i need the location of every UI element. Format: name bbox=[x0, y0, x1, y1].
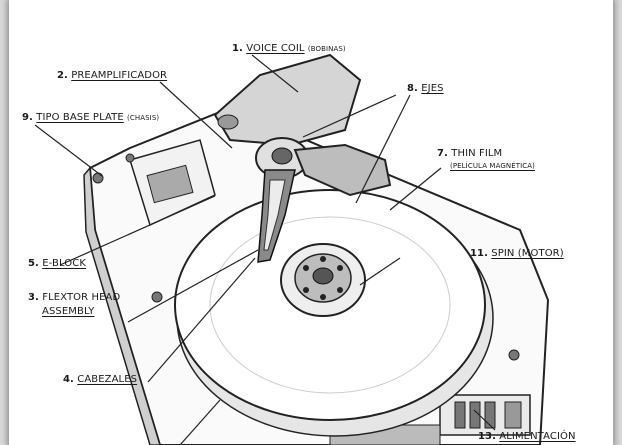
label-number: 4. bbox=[63, 374, 74, 385]
label-text-line2: ASSEMBLY bbox=[42, 306, 95, 317]
label-number: 8. bbox=[407, 83, 418, 94]
label-thin-film-sub: (PELÍCULA MAGNÉTICA) bbox=[450, 160, 535, 172]
label-cabezales: 4. CABEZALES bbox=[63, 374, 137, 386]
label-number: 9. bbox=[22, 112, 33, 123]
screw-icon bbox=[92, 172, 104, 184]
leader-lines bbox=[34, 54, 496, 445]
label-number: 5. bbox=[28, 258, 39, 269]
label-text: CABEZALES bbox=[77, 374, 138, 385]
label-text: SPIN (MOTOR) bbox=[491, 248, 564, 259]
label-text: THIN FILM bbox=[451, 148, 503, 159]
label-e-block: 5. E-BLOCK bbox=[28, 258, 86, 270]
voice-coil-magnet bbox=[213, 53, 362, 147]
label-text: TIPO BASE PLATE bbox=[36, 112, 124, 123]
label-preamp: 2. PREAMPLIFICADOR bbox=[57, 70, 167, 82]
label-base-plate: 9. TIPO BASE PLATE (CHASIS) bbox=[22, 112, 159, 124]
label-text: PREAMPLIFICADOR bbox=[71, 70, 168, 81]
label-text: ALIMENTACIÓN bbox=[499, 431, 576, 442]
label-number: 13. bbox=[478, 431, 497, 442]
label-number: 2. bbox=[57, 70, 68, 81]
label-flextor: 3. FLEXTOR HEAD bbox=[28, 292, 120, 304]
label-thin-film: 7. THIN FILM bbox=[437, 148, 502, 160]
label-spin: 11. SPIN (MOTOR) bbox=[470, 248, 564, 260]
label-number: 11. bbox=[470, 248, 489, 259]
label-alimentacion: 13. ALIMENTACIÓN bbox=[478, 431, 576, 443]
label-flextor-line2: ASSEMBLY bbox=[42, 306, 95, 318]
label-sub: (CHASIS) bbox=[127, 114, 160, 122]
label-text: E-BLOCK bbox=[42, 258, 87, 269]
label-text: VOICE COIL bbox=[246, 43, 305, 54]
label-number: 3. bbox=[28, 292, 39, 303]
label-voice-coil: 1. VOICE COIL (BOBINAS) bbox=[232, 43, 346, 55]
label-number: 1. bbox=[232, 43, 243, 54]
chassis-side bbox=[83, 166, 161, 445]
label-ejes: 8. EJES bbox=[407, 83, 444, 95]
label-text: FLEXTOR HEAD bbox=[42, 292, 121, 303]
label-text: EJES bbox=[421, 83, 444, 94]
label-number: 7. bbox=[437, 148, 448, 159]
label-sub: (PELÍCULA MAGNÉTICA) bbox=[450, 162, 535, 170]
label-sub: (BOBINAS) bbox=[307, 45, 346, 53]
